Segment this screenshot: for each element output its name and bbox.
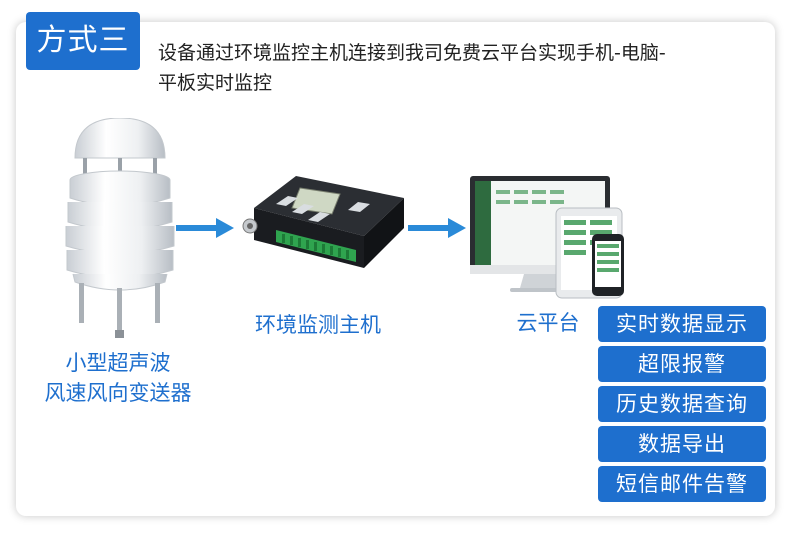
description-line-1: 设备通过环境监控主机连接到我司免费云平台实现手机-电脑- [158,42,666,64]
ultrasonic-sensor-illustration [65,118,175,338]
feature-history-query: 历史数据查询 [598,386,766,422]
description: 设备通过环境监控主机连接到我司免费云平台实现手机-电脑- 平板实时监控 [158,38,748,98]
feature-data-export: 数据导出 [598,426,766,462]
arrow-right-icon [408,218,466,238]
arrow-right-icon [176,218,234,238]
feature-list: 实时数据显示 超限报警 历史数据查询 数据导出 短信邮件告警 [598,306,768,506]
method-tag: 方式三 [26,12,140,70]
host-label: 环境监测主机 [255,313,381,337]
sensor-label-line-1: 小型超声波 [65,351,171,375]
sensor-label-line-2: 风速风向变送器 [44,381,192,405]
cloud-devices-illustration [470,176,624,299]
feature-limit-alarm: 超限报警 [598,346,766,382]
description-line-2: 平板实时监控 [158,72,273,94]
feature-realtime-display: 实时数据显示 [598,306,766,342]
feature-sms-email-alert: 短信邮件告警 [598,466,766,502]
monitoring-host-illustration [242,176,404,268]
sensor-label: 小型超声波 风速风向变送器 [18,348,218,408]
cloud-label: 云平台 [516,311,580,335]
